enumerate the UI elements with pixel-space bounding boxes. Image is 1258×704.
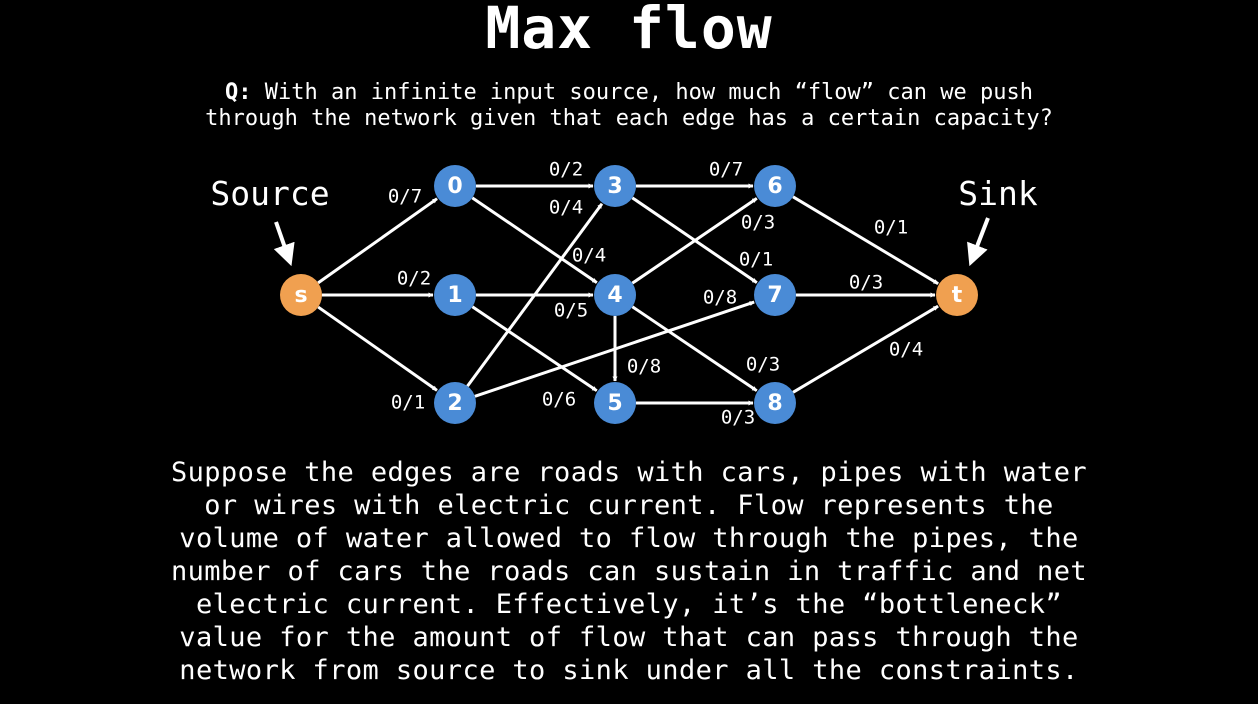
node-circle-7 [754,274,796,316]
node-circle-8 [754,382,796,424]
node-circle-1 [434,274,476,316]
edge-capacity-label-7-t: 0/3 [849,272,883,294]
edge-capacity-label-4-6: 0/3 [741,212,775,234]
source-callout-arrow [273,221,295,267]
edge-capacity-label-s-0: 0/7 [388,186,422,208]
question-text: Q: With an infinite input source, how mu… [0,80,1258,132]
edge-capacity-label-0-4: 0/4 [549,197,583,219]
node-label-t: t [952,283,963,308]
node-circle-s [280,274,322,316]
description-line-4: number of cars the roads can sustain in … [170,556,1088,587]
node-label-s: s [294,283,307,308]
node-8: 8 [754,382,796,424]
node-5: 5 [594,382,636,424]
edge-s-0 [317,197,438,285]
edge-s-2 [317,305,438,392]
node-7: 7 [754,274,796,316]
sink-callout-arrow [967,217,990,267]
edge-1-5 [471,305,598,392]
node-circle-0 [434,165,476,207]
node-circle-6 [754,165,796,207]
node-circle-2 [434,382,476,424]
edge-4-8 [631,305,758,392]
edge-capacity-label-4-5: 0/8 [627,356,661,378]
edge-4-6 [631,197,758,285]
edge-capacity-label-1-5: 0/6 [542,389,576,411]
description-line-5: electric current. Effectively, it’s the … [195,589,1063,620]
node-4: 4 [594,274,636,316]
node-s: s [280,274,322,316]
node-1: 1 [434,274,476,316]
question-line-1: Q: With an infinite input source, how mu… [0,80,1258,106]
node-6: 6 [754,165,796,207]
node-0: 0 [434,165,476,207]
node-circle-3 [594,165,636,207]
node-label-3: 3 [607,174,622,199]
edge-capacity-label-s-1: 0/2 [397,268,431,290]
question-line-1-text: With an infinite input source, how much … [264,80,1033,105]
source-callout-label: Source [210,174,329,213]
node-label-5: 5 [607,391,622,416]
description-line-6: value for the amount of flow that can pa… [179,622,1079,653]
description-line-7: network from source to sink under all th… [179,655,1079,686]
node-3: 3 [594,165,636,207]
edge-capacity-label-6-t: 0/1 [874,217,908,239]
description-line-2: or wires with electric current. Flow rep… [204,490,1054,521]
node-circle-4 [594,274,636,316]
node-label-0: 0 [447,174,462,199]
node-label-6: 6 [767,174,782,199]
sink-callout-label: Sink [958,174,1038,213]
edge-capacity-label-2-7: 0/8 [703,287,737,309]
edge-capacity-label-1-4: 0/5 [554,300,588,322]
question-line-2: through the network given that each edge… [205,106,1053,131]
edge-capacity-label-3-7: 0/1 [739,249,773,271]
node-label-4: 4 [607,283,622,308]
edge-2-3 [466,202,604,387]
edge-8-t [792,304,939,394]
edge-6-t [792,195,939,285]
node-label-1: 1 [447,283,462,308]
edges-layer [317,183,939,406]
node-t: t [936,274,978,316]
question-prefix: Q: [225,80,252,105]
edge-capacity-label-3-6: 0/7 [709,159,743,181]
edge-capacity-label-2-3: 0/4 [572,245,606,267]
node-circle-t [936,274,978,316]
node-2: 2 [434,382,476,424]
page-title: Max flow [485,0,773,62]
nodes-layer: s 0 1 2 3 4 5 6 7 8 t [280,165,978,424]
node-label-2: 2 [447,391,462,416]
edge-capacity-label-5-8: 0/3 [721,407,755,429]
edge-capacity-label-s-2: 0/1 [391,392,425,414]
edge-capacity-label-8-t: 0/4 [889,339,923,361]
edge-0-4 [471,196,598,284]
callout-layer: Source Sink [210,174,1038,267]
edge-capacity-label-0-3: 0/2 [549,159,583,181]
edge-capacity-label-4-8: 0/3 [746,354,780,376]
description-text: Suppose the edges are roads with cars, p… [40,456,1218,687]
node-circle-5 [594,382,636,424]
description-line-1: Suppose the edges are roads with cars, p… [170,457,1088,488]
node-label-7: 7 [767,283,782,308]
description-line-3: volume of water allowed to flow through … [179,523,1079,554]
node-label-8: 8 [767,391,782,416]
